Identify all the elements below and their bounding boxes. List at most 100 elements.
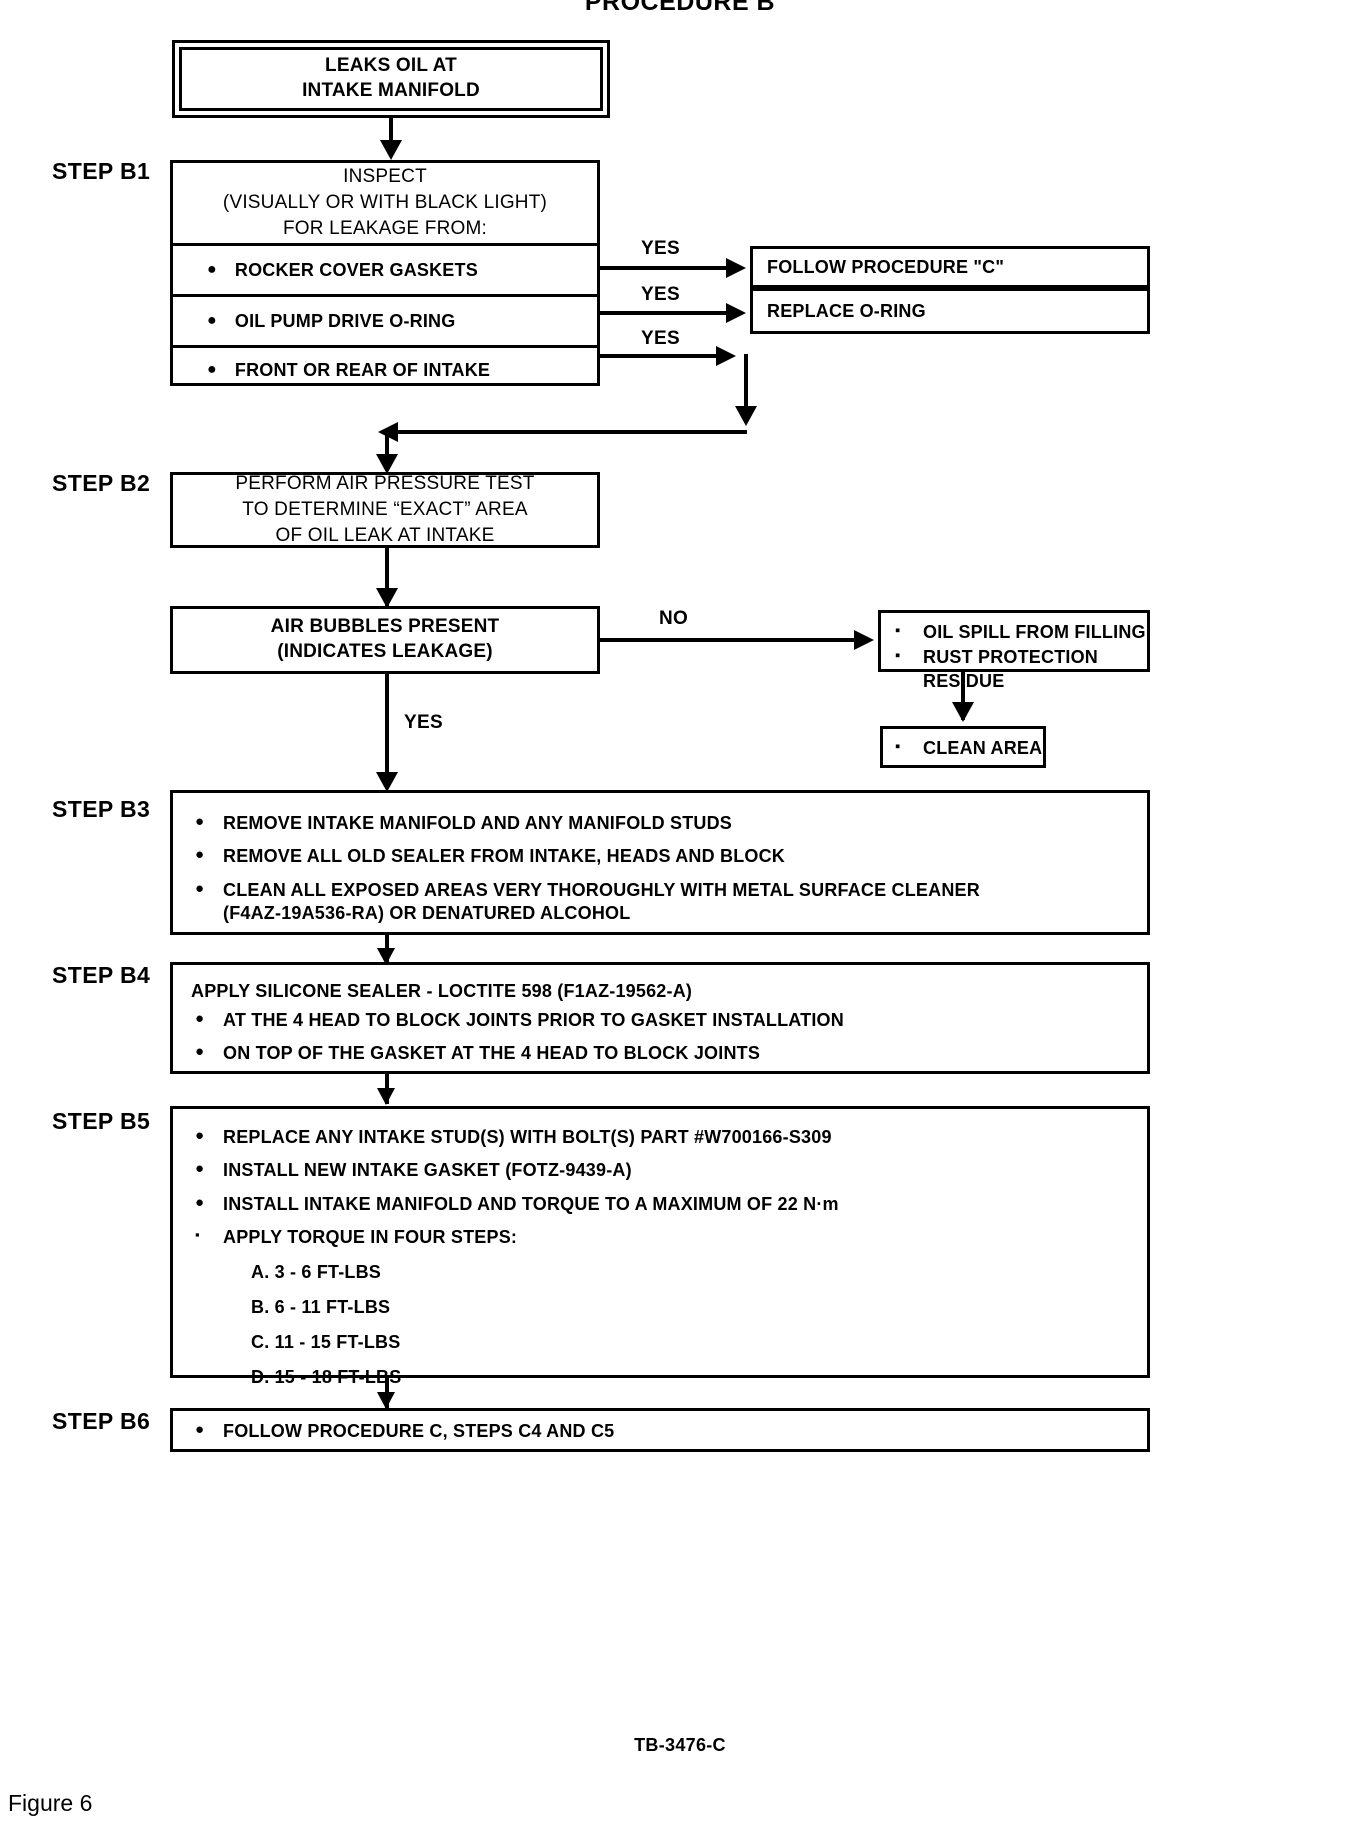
- b1-branch-2-arrow: [726, 303, 746, 323]
- bullet-icon: ●: [195, 1193, 205, 1211]
- step-b2-action-box: PERFORM AIR PRESSURE TEST TO DETERMINE “…: [170, 472, 600, 548]
- step-b1-box: INSPECT (VISUALLY OR WITH BLACK LIGHT) F…: [170, 160, 600, 386]
- b2-no-outcome-box: ▪ OIL SPILL FROM FILLING ▪ RUST PROTECTI…: [878, 610, 1150, 691]
- b3-item-3-label: CLEAN ALL EXPOSED AREAS VERY THOROUGHLY …: [223, 879, 980, 924]
- b1-option-row-1[interactable]: ● ROCKER COVER GASKETS: [173, 243, 597, 294]
- step-label-b3: STEP B3: [52, 796, 151, 822]
- b5-item-4-label: APPLY TORQUE IN FOUR STEPS:: [223, 1227, 518, 1248]
- b2-no-label: NO: [659, 608, 689, 629]
- bullet-icon: ▪: [895, 647, 901, 665]
- start-line-2: INTAKE MANIFOLD: [302, 80, 480, 101]
- tb-code: TB-3476-C: [634, 1735, 726, 1755]
- arrow-b4-to-b5: [377, 1088, 395, 1105]
- bullet-icon: ●: [195, 1127, 205, 1144]
- arrow-b2-to-decision: [376, 588, 398, 608]
- figure-caption: Figure 6: [8, 1790, 93, 1816]
- step-b4-box: APPLY SILICONE SEALER - LOCTITE 598 (F1A…: [170, 962, 1150, 1074]
- b3-item-1-label: REMOVE INTAKE MANIFOLD AND ANY MANIFOLD …: [223, 813, 732, 833]
- bullet-icon: ●: [207, 361, 217, 378]
- b1-outcome-2-label: REPLACE O-RING: [767, 300, 926, 321]
- b2-decision-line-1: AIR BUBBLES PRESENT: [270, 616, 500, 638]
- b5-item-3: ● INSTALL INTAKE MANIFOLD AND TORQUE TO …: [173, 1188, 1147, 1221]
- b1-outcome-1-label: FOLLOW PROCEDURE "C": [767, 256, 1005, 277]
- b5-item-1: ● REPLACE ANY INTAKE STUD(S) WITH BOLT(S…: [173, 1121, 1147, 1154]
- b1-option-2-label: OIL PUMP DRIVE O-RING: [234, 310, 456, 331]
- clean-area-box: ▪ CLEAN AREA: [880, 726, 1046, 768]
- b1-branch-3-arrow: [716, 346, 736, 366]
- connector-b2-to-decision: [385, 548, 389, 606]
- return-path-arrow-down: [376, 454, 398, 474]
- b1-branch-3-down: [744, 354, 748, 416]
- step-label-b1: STEP B1: [52, 158, 151, 184]
- bullet-icon: ●: [195, 1043, 205, 1061]
- arrow-no-to-clean: [952, 702, 974, 722]
- step-b5-box: ● REPLACE ANY INTAKE STUD(S) WITH BOLT(S…: [170, 1106, 1150, 1387]
- b5-item-3-label: INSTALL INTAKE MANIFOLD AND TORQUE TO A …: [223, 1193, 839, 1214]
- connector-start-to-b1: [389, 118, 393, 148]
- b2-no-line: [600, 638, 858, 642]
- bullet-icon: ●: [195, 1010, 205, 1027]
- step-label-b2: STEP B2: [52, 470, 151, 496]
- b1-option-row-3[interactable]: ● FRONT OR REAR OF INTAKE: [173, 345, 597, 392]
- b1-option-row-2[interactable]: ● OIL PUMP DRIVE O-RING: [173, 294, 597, 345]
- b1-header-line-1: INSPECT: [343, 165, 427, 187]
- bullet-icon: ●: [195, 813, 205, 830]
- step-b6-box: ● FOLLOW PROCEDURE C, STEPS C4 AND C5: [170, 1408, 1150, 1452]
- bullet-icon: ●: [195, 879, 205, 897]
- b5-item-2: ● INSTALL NEW INTAKE GASKET (FOTZ-9439-A…: [173, 1154, 1147, 1187]
- page-title: PROCEDURE B: [584, 0, 776, 16]
- step-b1-header: INSPECT (VISUALLY OR WITH BLACK LIGHT) F…: [173, 163, 597, 243]
- b3-item-2: ● REMOVE ALL OLD SEALER FROM INTAKE, HEA…: [173, 840, 1147, 873]
- bullet-icon: ●: [195, 846, 205, 864]
- b2-decision-box: AIR BUBBLES PRESENT (INDICATES LEAKAGE): [170, 606, 600, 674]
- arrow-b5-to-b6: [377, 1392, 395, 1409]
- bullet-icon: ▪: [895, 622, 901, 639]
- b2-action-line-3: OF OIL LEAK AT INTAKE: [275, 525, 495, 547]
- b5-item-2-label: INSTALL NEW INTAKE GASKET (FOTZ-9439-A): [223, 1160, 632, 1181]
- b2-action-line-2: TO DETERMINE “EXACT” AREA: [242, 498, 528, 520]
- b1-option-1-label: ROCKER COVER GASKETS: [234, 259, 478, 280]
- arrow-b3-to-b4: [377, 948, 395, 965]
- b5-item-4: ▪ APPLY TORQUE IN FOUR STEPS:: [173, 1221, 1147, 1254]
- b1-header-line-3: FOR LEAKAGE FROM:: [283, 218, 487, 240]
- b1-branch-1-label: YES: [641, 238, 680, 259]
- b5-torque-step-c: C. 11 - 15 FT-LBS: [251, 1331, 401, 1352]
- b1-branch-2-label: YES: [641, 284, 680, 305]
- return-path-down: [385, 430, 389, 468]
- b1-branch-1-arrow: [726, 258, 746, 278]
- b4-item-1: ● AT THE 4 HEAD TO BLOCK JOINTS PRIOR TO…: [173, 1004, 1147, 1037]
- b2-yes-line: [385, 674, 389, 786]
- b2-decision-line-2: (INDICATES LEAKAGE): [277, 641, 493, 662]
- b5-torque-step-a: A. 3 - 6 FT-LBS: [251, 1261, 382, 1282]
- step-b3-box: ● REMOVE INTAKE MANIFOLD AND ANY MANIFOL…: [170, 790, 1150, 935]
- bullet-icon: ▪: [895, 738, 901, 755]
- b4-item-1-label: AT THE 4 HEAD TO BLOCK JOINTS PRIOR TO G…: [223, 1010, 844, 1030]
- b1-branch-3-label: YES: [641, 328, 680, 349]
- b5-torque-step-d: D. 15 - 18 FT-LBS: [251, 1366, 402, 1387]
- bullet-square-icon: ▪: [195, 1227, 200, 1243]
- b1-option-3-label: FRONT OR REAR OF INTAKE: [234, 359, 491, 380]
- b1-outcome-box-1: FOLLOW PROCEDURE "C": [750, 246, 1150, 288]
- b3-item-1: ● REMOVE INTAKE MANIFOLD AND ANY MANIFOL…: [173, 807, 1147, 840]
- b4-item-2-label: ON TOP OF THE GASKET AT THE 4 HEAD TO BL…: [223, 1043, 761, 1064]
- b2-yes-label: YES: [404, 712, 443, 733]
- bullet-icon: ●: [195, 1421, 205, 1438]
- start-terminator: LEAKS OIL AT INTAKE MANIFOLD: [172, 40, 610, 118]
- step-label-b4: STEP B4: [52, 962, 151, 988]
- connector-no-to-clean: [961, 672, 965, 720]
- b2-action-line-1: PERFORM AIR PRESSURE TEST: [235, 472, 535, 494]
- b2-no-outcome-1: OIL SPILL FROM FILLING: [923, 622, 1146, 642]
- b4-item-2: ● ON TOP OF THE GASKET AT THE 4 HEAD TO …: [173, 1037, 1147, 1070]
- start-line-1: LEAKS OIL AT: [325, 55, 457, 77]
- b5-item-1-label: REPLACE ANY INTAKE STUD(S) WITH BOLT(S) …: [223, 1127, 832, 1147]
- b3-item-3: ● CLEAN ALL EXPOSED AREAS VERY THOROUGHL…: [173, 874, 1147, 931]
- b2-yes-arrow: [376, 772, 398, 792]
- b1-branch-2-line: [600, 311, 730, 315]
- b1-branch-1-line: [600, 266, 730, 270]
- b1-header-line-2: (VISUALLY OR WITH BLACK LIGHT): [222, 191, 548, 213]
- clean-area-label: CLEAN AREA: [923, 738, 1043, 758]
- b1-branch-3-line: [600, 354, 720, 358]
- b1-branch-3-down-arrow: [735, 406, 757, 426]
- b4-lead-label: APPLY SILICONE SEALER - LOCTITE 598 (F1A…: [191, 981, 693, 1001]
- step-label-b5: STEP B5: [52, 1108, 151, 1134]
